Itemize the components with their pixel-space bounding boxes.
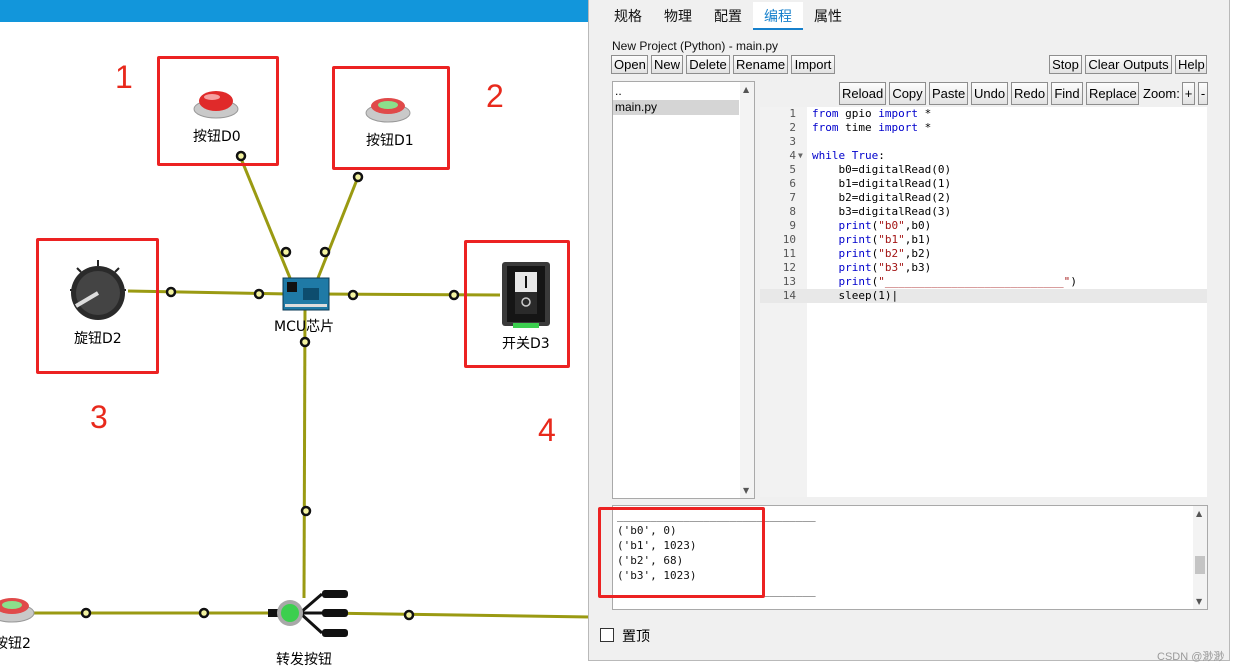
file-list-scrollbar[interactable]: ▲ ▼ [740, 82, 754, 498]
zoom-out-button[interactable]: - [1198, 82, 1208, 105]
find-button[interactable]: Find [1051, 82, 1083, 105]
label-button-d1: 按钮D1 [366, 133, 414, 149]
code-line-current[interactable]: 14 sleep(1)| [760, 289, 1207, 303]
console-line: ______________________________ [617, 509, 816, 522]
switch-icon[interactable] [502, 262, 550, 328]
code-line[interactable]: 9 print("b0",b0) [789, 219, 932, 232]
scroll-thumb[interactable] [1195, 556, 1205, 574]
label-forward-button: 转发按钮 [276, 652, 332, 668]
highlight-box-button-d0 [157, 56, 279, 166]
knob-icon[interactable] [70, 260, 126, 320]
fold-arrow-icon[interactable]: ▼ [798, 151, 803, 160]
highlight-box-switch-d3 [464, 240, 570, 368]
reload-button[interactable]: Reload [839, 82, 886, 105]
green-button-icon[interactable] [365, 98, 411, 123]
file-item-main-py[interactable]: main.py [613, 100, 739, 115]
console-line: ('b1', 1023) [617, 539, 697, 552]
always-on-top-label: 置顶 [622, 629, 650, 645]
code-line[interactable]: 10 print("b1",b1) [782, 233, 932, 246]
code-line[interactable]: 7 b2=digitalRead(2) [789, 191, 952, 204]
red-button-icon[interactable] [193, 91, 239, 119]
console-output[interactable]: ______________________________ ('b0', 0)… [612, 505, 1208, 610]
label-switch-d3: 开关D3 [502, 336, 550, 352]
zoom-label: Zoom: [1143, 86, 1180, 101]
always-on-top-checkbox[interactable] [600, 628, 614, 642]
file-list: .. main.py ▲ ▼ [612, 81, 755, 499]
title-bar [0, 0, 590, 22]
tab-attributes[interactable]: 属性 [814, 9, 842, 25]
simulation-canvas[interactable]: 1 2 3 4 按钮D0 按钮D1 旋钮D2 开关D3 MCU芯片 按钮2 转发… [0, 22, 590, 670]
console-line: ('b2', 68) [617, 554, 684, 567]
code-line[interactable]: 5 b0=digitalRead(0) [789, 163, 952, 176]
tab-programming[interactable]: 编程 [753, 2, 803, 30]
watermark: CSDN @渺渺 [1157, 651, 1225, 663]
undo-button[interactable]: Undo [971, 82, 1008, 105]
replace-button[interactable]: Replace [1086, 82, 1139, 105]
tab-physical[interactable]: 物理 [664, 9, 692, 25]
marker-3: 3 [90, 399, 108, 435]
file-item-parent[interactable]: .. [615, 84, 622, 98]
scroll-up-icon[interactable]: ▲ [743, 85, 750, 94]
import-button[interactable]: Import [791, 55, 835, 74]
label-knob-d2: 旋钮D2 [74, 331, 122, 347]
label-button-2: 按钮2 [0, 636, 31, 652]
scroll-up-icon[interactable]: ▲ [1196, 509, 1203, 518]
marker-1: 1 [115, 59, 133, 95]
help-button[interactable]: Help [1175, 55, 1207, 74]
code-line[interactable]: 8 b3=digitalRead(3) [789, 205, 952, 218]
delete-button[interactable]: Delete [686, 55, 730, 74]
button-2-icon[interactable] [0, 598, 35, 623]
code-line[interactable]: 4▼while True: [789, 149, 885, 162]
panel-tabs: 规格 物理 配置 编程 属性 [603, 2, 853, 30]
open-button[interactable]: Open [611, 55, 648, 74]
tab-config[interactable]: 配置 [714, 9, 742, 25]
code-line[interactable]: 3 [789, 135, 796, 148]
code-line[interactable]: 12 print("b3",b3) [782, 261, 932, 274]
wiring-diagram [0, 91, 590, 637]
label-mcu: MCU芯片 [274, 319, 335, 335]
wires [0, 155, 590, 619]
redo-button[interactable]: Redo [1011, 82, 1048, 105]
connector-dots [80, 150, 460, 621]
marker-4: 4 [538, 412, 556, 448]
paste-button[interactable]: Paste [929, 82, 968, 105]
scroll-down-icon[interactable]: ▼ [1196, 597, 1203, 606]
forward-button-icon[interactable] [268, 590, 348, 637]
mcu-chip-icon[interactable] [282, 277, 330, 311]
rename-button[interactable]: Rename [733, 55, 788, 74]
label-button-d0: 按钮D0 [193, 129, 241, 145]
stop-button[interactable]: Stop [1049, 55, 1082, 74]
console-line: ('b0', 0) [617, 524, 677, 537]
code-line[interactable]: 11 print("b2",b2) [782, 247, 932, 260]
console-line: ______________________________ [617, 584, 816, 597]
highlight-box-console [598, 507, 765, 598]
copy-button[interactable]: Copy [889, 82, 926, 105]
highlight-box-button-d1 [332, 66, 450, 170]
code-line[interactable]: 6 b1=digitalRead(1) [789, 177, 952, 190]
highlight-box-knob-d2 [36, 238, 159, 374]
marker-2: 2 [486, 78, 504, 114]
code-line[interactable]: 13 print("___________________________") [782, 275, 1077, 288]
zoom-in-button[interactable]: + [1182, 82, 1195, 105]
console-scrollbar[interactable]: ▲ ▼ [1193, 506, 1207, 609]
clear-outputs-button[interactable]: Clear Outputs [1085, 55, 1172, 74]
project-title: New Project (Python) - main.py [612, 39, 779, 53]
scroll-down-icon[interactable]: ▼ [743, 486, 750, 495]
console-line: ('b3', 1023) [617, 569, 697, 582]
tab-specs[interactable]: 规格 [614, 9, 642, 25]
new-button[interactable]: New [651, 55, 683, 74]
